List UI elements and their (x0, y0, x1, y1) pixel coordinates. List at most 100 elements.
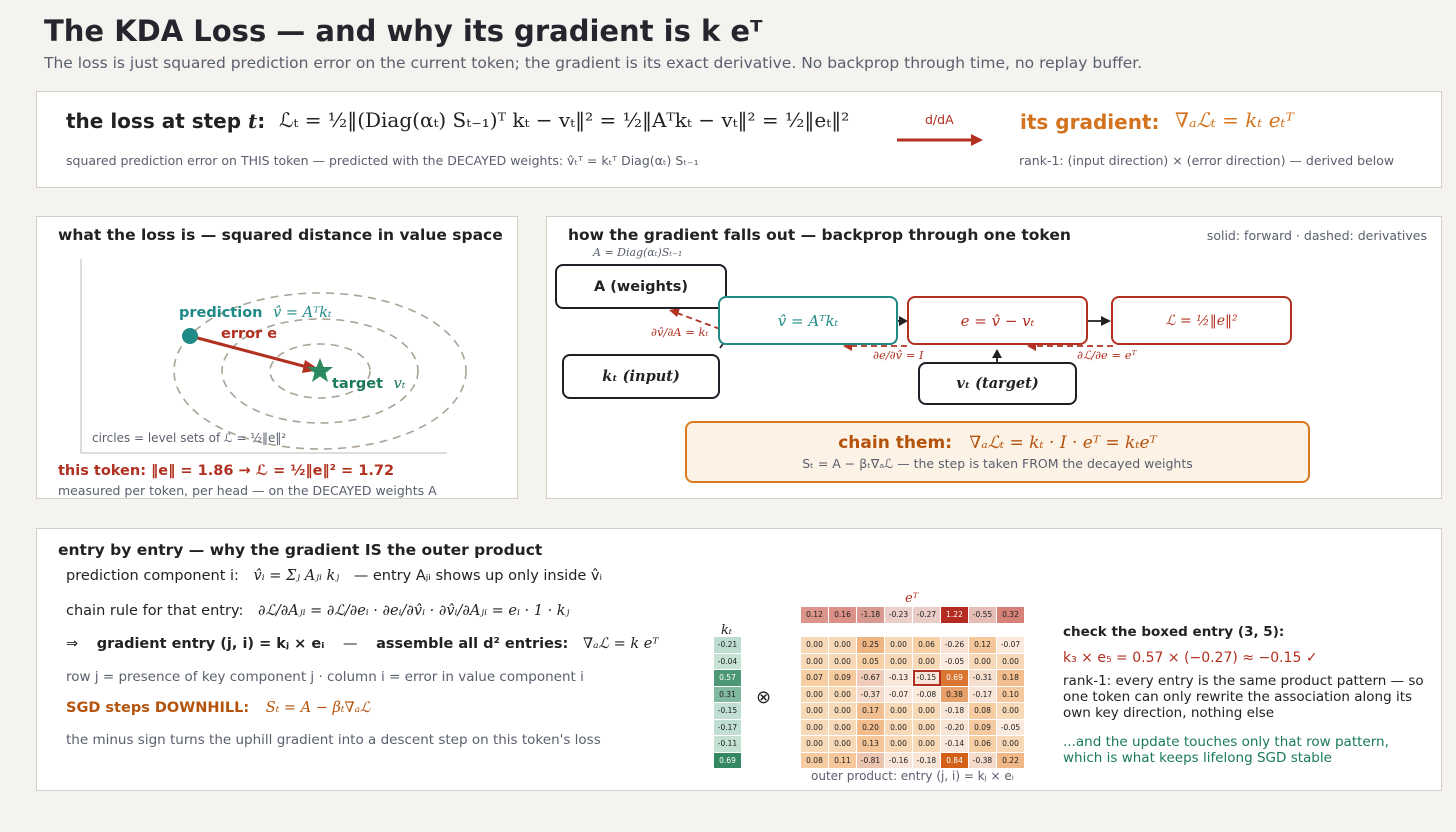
k-vector-label: kₜ (721, 623, 733, 638)
backprop-legend: solid: forward · dashed: derivatives (1206, 228, 1427, 243)
outer-cell-5-1: 0.00 (800, 702, 829, 720)
k-cell-6: -0.17 (713, 718, 742, 736)
outer-cell-6-5: 0.00 (912, 718, 941, 736)
outer-cell-2-6: -0.05 (940, 652, 969, 670)
node-target-v: vₜ (target) (918, 362, 1077, 405)
outer-cell-1-4: 0.00 (884, 636, 913, 654)
outer-cell-7-7: 0.06 (968, 735, 997, 753)
token-loss-stat: this token: ‖e‖ = 1.86 → ℒ = ½‖e‖² = 1.7… (58, 463, 395, 479)
rank1-explanation: rank-1: every entry is the same product … (1063, 673, 1424, 721)
outer-cell-1-1: 0.00 (800, 636, 829, 654)
target-label: target vₜ (332, 376, 406, 392)
outer-cell-5-7: 0.08 (968, 702, 997, 720)
outer-cell-7-1: 0.00 (800, 735, 829, 753)
outer-cell-5-5: 0.00 (912, 702, 941, 720)
outer-cell-4-2: 0.00 (828, 685, 857, 703)
outer-cell-8-8: 0.22 (996, 751, 1025, 769)
node-prediction: v̂ = Aᵀkₜ (718, 296, 898, 345)
outer-cell-7-6: -0.14 (940, 735, 969, 753)
page-title: The KDA Loss — and why its gradient is k… (44, 14, 763, 48)
outer-cell-4-1: 0.00 (800, 685, 829, 703)
outer-cell-6-1: 0.00 (800, 718, 829, 736)
error-vector (189, 334, 308, 369)
gradient-entry-line: ⇒ gradient entry (j, i) = kⱼ × eᵢ — asse… (66, 636, 659, 652)
stability-note: ...and the update touches only that row … (1063, 734, 1389, 766)
outer-cell-1-6: -0.26 (940, 636, 969, 654)
outer-cell-2-1: 0.00 (800, 652, 829, 670)
outer-cell-8-3: -0.81 (856, 751, 885, 769)
entrywise-panel: entry by entry — why the gradient IS the… (36, 528, 1442, 791)
outer-cell-3-7: -0.31 (968, 669, 997, 687)
outer-cell-3-2: 0.09 (828, 669, 857, 687)
minus-sign-note: the minus sign turns the uphill gradient… (66, 732, 601, 748)
k-cell-8: 0.69 (713, 751, 742, 769)
backprop-panel: how the gradient falls out — backprop th… (546, 216, 1442, 499)
outer-cell-1-7: 0.12 (968, 636, 997, 654)
outer-cell-1-5: 0.06 (912, 636, 941, 654)
level-set-middle (221, 318, 419, 424)
outer-cell-3-6: 0.69 (940, 669, 969, 687)
node-input-k: kₜ (input) (562, 354, 720, 399)
check-heading: check the boxed entry (3, 5): (1063, 624, 1285, 640)
e-cell-1: 0.12 (800, 606, 829, 624)
derivative-label-de-dvhat: ∂e/∂v̂ = I (873, 348, 924, 362)
outer-cell-8-7: -0.38 (968, 751, 997, 769)
loss-geometry-heading: what the loss is — squared distance in v… (58, 226, 503, 244)
entrywise-heading: entry by entry — why the gradient IS the… (58, 541, 543, 559)
k-cell-5: -0.15 (713, 702, 742, 720)
k-cell-4: 0.31 (713, 685, 742, 703)
outer-cell-4-4: -0.07 (884, 685, 913, 703)
outer-cell-2-7: 0.00 (968, 652, 997, 670)
loss-definition-panel: the loss at step t: ℒₜ = ½‖(Diag(αₜ) Sₜ₋… (36, 91, 1442, 188)
outer-cell-6-2: 0.00 (828, 718, 857, 736)
outer-cell-8-5: -0.18 (912, 751, 941, 769)
prediction-component-line: prediction component i: v̂ᵢ = Σⱼ Aⱼᵢ kⱼ … (66, 568, 603, 584)
outer-cell-2-5: 0.00 (912, 652, 941, 670)
outer-cell-5-8: 0.00 (996, 702, 1025, 720)
outer-cell-5-4: 0.00 (884, 702, 913, 720)
backprop-heading: how the gradient falls out — backprop th… (568, 226, 1071, 244)
outer-cell-1-8: -0.07 (996, 636, 1025, 654)
prediction-point (182, 328, 198, 344)
outer-cell-8-4: -0.16 (884, 751, 913, 769)
outer-cell-7-4: 0.00 (884, 735, 913, 753)
outer-cell-7-5: 0.00 (912, 735, 941, 753)
outer-cell-4-3: -0.37 (856, 685, 885, 703)
outer-cell-5-6: -0.18 (940, 702, 969, 720)
chain-note: Sₜ = A − βₜ∇ₐℒ — the step is taken FROM … (802, 456, 1193, 471)
node-weights-a: A (weights) (555, 264, 727, 309)
outer-cell-2-3: 0.05 (856, 652, 885, 670)
loss-geometry-panel: what the loss is — squared distance in v… (36, 216, 518, 499)
gradient-note: rank-1: (input direction) × (error direc… (1019, 153, 1395, 168)
derivative-arrow-label: d/dA (925, 112, 954, 127)
outer-cell-3-5: -0.15 (912, 669, 941, 687)
gradient-label: its gradient: (1020, 110, 1160, 134)
k-cell-7: -0.11 (713, 735, 742, 753)
outer-cell-1-2: 0.00 (828, 636, 857, 654)
check-formula: k₃ × e₅ = 0.57 × (−0.27) ≈ −0.15 ✓ (1063, 650, 1318, 666)
level-set-inner (269, 343, 371, 399)
chain-rule-entry-line: chain rule for that entry: ∂ℒ/∂Aⱼᵢ = ∂ℒ/… (66, 603, 570, 619)
outer-cell-5-3: 0.17 (856, 702, 885, 720)
e-cell-7: -0.55 (968, 606, 997, 624)
outer-cell-6-4: 0.00 (884, 718, 913, 736)
outer-cell-8-6: 0.84 (940, 751, 969, 769)
outer-cell-2-2: 0.00 (828, 652, 857, 670)
outer-cell-6-7: 0.09 (968, 718, 997, 736)
level-sets-note: circles = level sets of ℒ = ½‖e‖² (92, 431, 287, 445)
loss-note: squared prediction error on THIS token —… (66, 153, 699, 168)
outer-cell-6-8: -0.05 (996, 718, 1025, 736)
prediction-label: prediction v̂ = Aᵀkₜ (179, 305, 332, 321)
outer-cell-2-8: 0.00 (996, 652, 1025, 670)
outer-product-symbol: ⊗ (756, 687, 772, 708)
gradient-formula: ∇ₐℒₜ = kₜ eₜᵀ (1175, 108, 1294, 132)
row-column-note: row j = presence of key component j · co… (66, 669, 584, 685)
outer-cell-3-1: 0.07 (800, 669, 829, 687)
e-cell-5: -0.27 (912, 606, 941, 624)
page-subtitle: The loss is just squared prediction erro… (44, 54, 1143, 72)
outer-cell-2-4: 0.00 (884, 652, 913, 670)
outer-cell-7-2: 0.00 (828, 735, 857, 753)
outer-cell-6-6: -0.20 (940, 718, 969, 736)
